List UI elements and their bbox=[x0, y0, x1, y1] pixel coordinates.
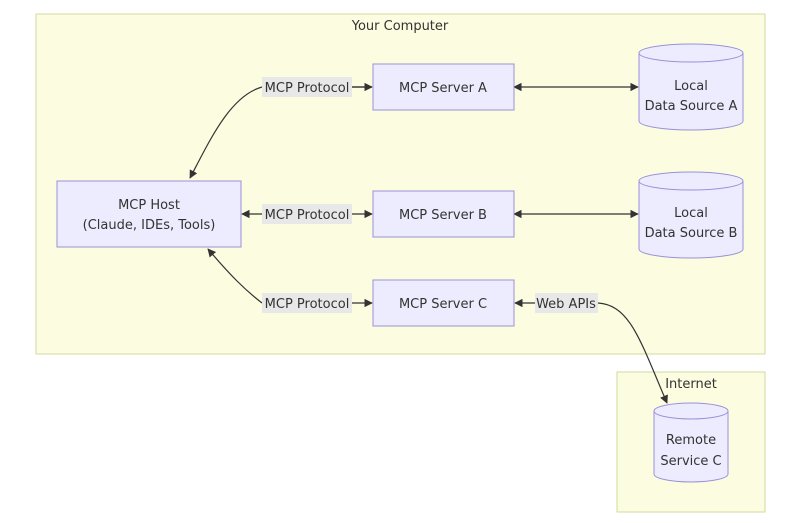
subgraph-internet: Internet bbox=[616, 371, 766, 513]
node-mcp-host-subtitle: (Claude, IDEs, Tools) bbox=[83, 218, 216, 233]
svg-text:Service C: Service C bbox=[660, 454, 721, 469]
svg-text:Data Source A: Data Source A bbox=[645, 99, 738, 114]
subgraph-title-internet: Internet bbox=[665, 377, 717, 392]
node-mcp-host-title: MCP Host bbox=[118, 198, 180, 213]
svg-text:Web APIs: Web APIs bbox=[536, 297, 596, 312]
node-mcp-host: MCP Host (Claude, IDEs, Tools) bbox=[56, 180, 242, 248]
svg-text:MCP Server C: MCP Server C bbox=[399, 297, 487, 312]
svg-text:MCP Protocol: MCP Protocol bbox=[265, 81, 350, 96]
node-local-data-source-a: Local Data Source A bbox=[638, 43, 744, 131]
svg-text:MCP Protocol: MCP Protocol bbox=[265, 208, 350, 223]
edge-label-web-apis: Web APIs bbox=[535, 293, 598, 313]
node-local-data-source-b: Local Data Source B bbox=[638, 171, 744, 259]
svg-text:Remote: Remote bbox=[666, 433, 716, 448]
svg-text:Local: Local bbox=[674, 206, 708, 221]
subgraph-title-your-computer: Your Computer bbox=[351, 19, 449, 34]
svg-text:MCP Server A: MCP Server A bbox=[399, 81, 487, 96]
node-mcp-server-a: MCP Server A bbox=[372, 63, 515, 111]
edges bbox=[189, 82, 668, 404]
svg-text:Local: Local bbox=[674, 79, 708, 94]
svg-text:MCP Server B: MCP Server B bbox=[399, 208, 487, 223]
node-mcp-server-c: MCP Server C bbox=[372, 279, 515, 327]
svg-text:MCP Protocol: MCP Protocol bbox=[265, 297, 350, 312]
node-remote-service-c: Remote Service C bbox=[653, 402, 729, 483]
svg-text:Data Source B: Data Source B bbox=[645, 226, 738, 241]
edge-label-host-b: MCP Protocol bbox=[262, 204, 352, 224]
edge-host-server-c-curve bbox=[207, 248, 263, 304]
edge-web-remote-curve bbox=[597, 302, 668, 404]
edge-label-host-c: MCP Protocol bbox=[262, 293, 352, 313]
edge-label-host-a: MCP Protocol bbox=[262, 77, 352, 97]
node-mcp-server-b: MCP Server B bbox=[372, 190, 515, 238]
edge-host-server-a-curve bbox=[189, 86, 263, 179]
